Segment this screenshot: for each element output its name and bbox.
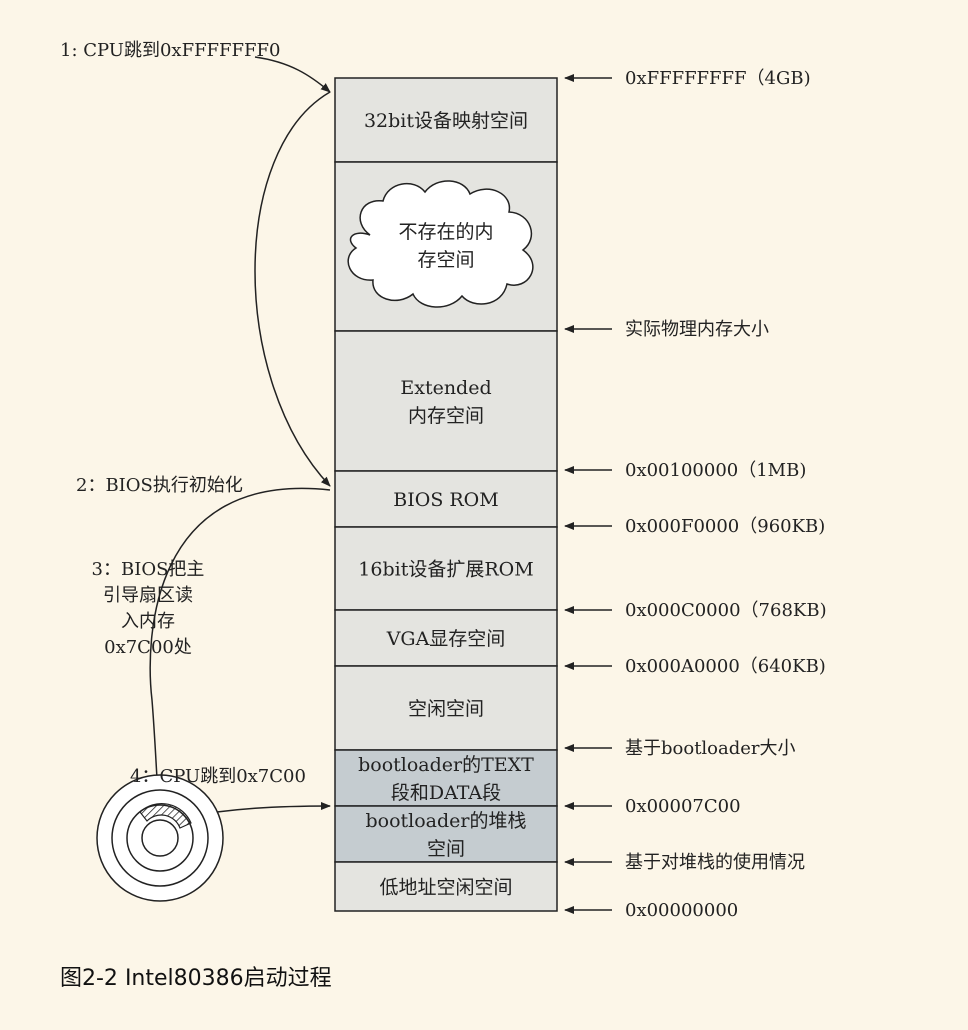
segment-label: 内存空间	[408, 405, 484, 427]
segment-label: 32bit设备映射空间	[364, 110, 528, 132]
address-label: 基于bootloader大小	[625, 738, 796, 759]
memory-segment	[334, 749, 558, 807]
memory-segment	[334, 861, 558, 912]
segment-label: 不存在的内	[398, 221, 493, 243]
step-label: 0x7C00处	[104, 637, 192, 658]
boot-sector-icon	[139, 803, 192, 829]
segment-label: VGA显存空间	[386, 628, 506, 650]
segment-label: 空间	[427, 838, 465, 860]
memory-segment	[334, 609, 558, 667]
segment-label: BIOS ROM	[393, 489, 498, 511]
address-label: 0x000A0000（640KB)	[625, 656, 826, 677]
address-label: 0x000C0000（768KB)	[625, 600, 827, 621]
step-label: 入内存	[121, 611, 175, 632]
segment-label: 存空间	[417, 249, 474, 271]
segment-label: 段和DATA段	[391, 782, 501, 804]
segment-label: 空闲空间	[408, 698, 484, 720]
address-label: 基于对堆栈的使用情况	[625, 852, 805, 873]
address-label: 0x00000000	[625, 900, 738, 921]
segment-label: Extended	[400, 377, 491, 399]
memory-segment	[334, 330, 558, 472]
memory-segment	[334, 470, 558, 528]
memory-map-column	[334, 77, 558, 912]
step-labels: 1: CPU跳到0xFFFFFFF0 2：BIOS执行初始化 3：BIOS把主引导扇…	[60, 40, 306, 787]
figure-caption: 图2-2 Intel80386启动过程	[60, 960, 332, 992]
disk-icon	[96, 774, 224, 902]
cloud-shape	[347, 180, 534, 308]
step-label: 3：BIOS把主	[92, 559, 205, 580]
address-label: 实际物理内存大小	[625, 319, 769, 340]
address-label: 0x00007C00	[625, 796, 741, 817]
step2-jump-arrow	[254, 91, 331, 487]
address-markers: 0xFFFFFFFF（4GB) 实际物理内存大小 0x00100000（1MB) 0x…	[564, 68, 827, 921]
caption-title: Intel80386启动过程	[124, 966, 332, 991]
step-label: 2：BIOS执行初始化	[76, 475, 243, 496]
caption-prefix: 图2-2	[60, 966, 125, 991]
address-label: 0x00100000（1MB)	[625, 460, 806, 481]
step-label: 4：CPU跳到0x7C00	[130, 766, 306, 787]
memory-segment	[334, 526, 558, 611]
memory-segment	[334, 77, 558, 163]
segment-label: 低地址空闲空间	[379, 877, 512, 899]
segment-label: bootloader的TEXT	[358, 754, 534, 776]
address-label: 0x000F0000（960KB)	[625, 516, 825, 537]
step-label: 引导扇区读	[103, 585, 193, 606]
step1-arrow	[254, 56, 331, 93]
segment-label: 16bit设备扩展ROM	[358, 559, 533, 581]
segment-label: bootloader的堆栈	[365, 810, 526, 832]
step-label: 1: CPU跳到0xFFFFFFF0	[60, 40, 280, 61]
address-label: 0xFFFFFFFF（4GB)	[625, 68, 811, 89]
